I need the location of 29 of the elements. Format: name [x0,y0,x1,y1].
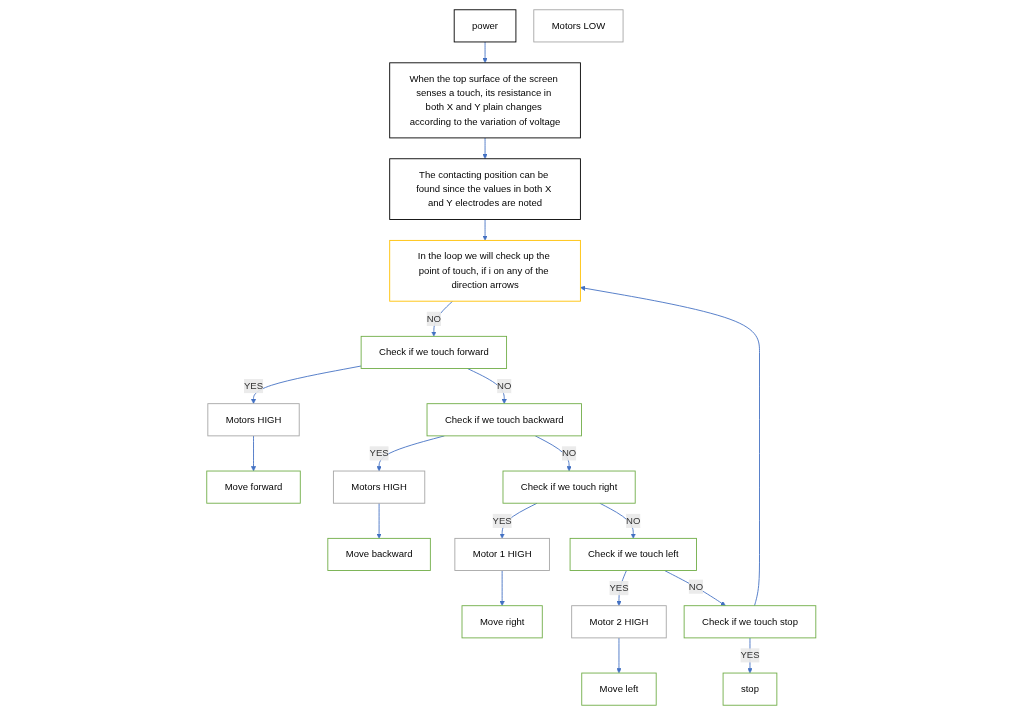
edge-label: YES [244,380,264,391]
edge-label: NO [626,515,641,526]
node-box: Check if we touch left [569,537,698,571]
edge-label: YES [740,650,760,661]
node-box: In the loop we will check up the point of touch, if i on any of the direction arrows [389,239,582,302]
node-box: Motor 2 HIGH [571,605,667,639]
edge-label: NO [497,380,512,391]
node-box: When the top surface of the screen senses a touch, its resistance in both X and Y plain changes according to the variation of voltage [389,62,582,139]
edge-label: NO [688,581,704,592]
node-box: The contacting position can be found since the values in both X and Y electrodes are noted [389,158,582,220]
node-box: Check if we touch backward [426,403,583,437]
node-box: Check if we touch forward [360,335,508,369]
edge-label: NO [426,313,442,324]
node-box: Move right [461,605,543,639]
node-box: Move forward [206,470,301,504]
node-box: Motors HIGH [333,470,426,504]
node-box: stop [722,672,778,706]
node-box: Motors LOW [533,9,624,43]
node-box: Motors HIGH [207,403,300,437]
edge-label: YES [609,582,629,593]
edge-label: YES [369,448,389,459]
node-box: Move backward [327,537,431,571]
node-box: Motor 1 HIGH [454,537,551,571]
edge-label: YES [492,515,512,526]
node-box: Move left [581,672,657,706]
node-box: Check if we touch stop [683,605,817,639]
edge-label: NO [562,448,577,459]
node-box: Check if we touch right [502,470,636,504]
node-box: power [453,9,517,43]
